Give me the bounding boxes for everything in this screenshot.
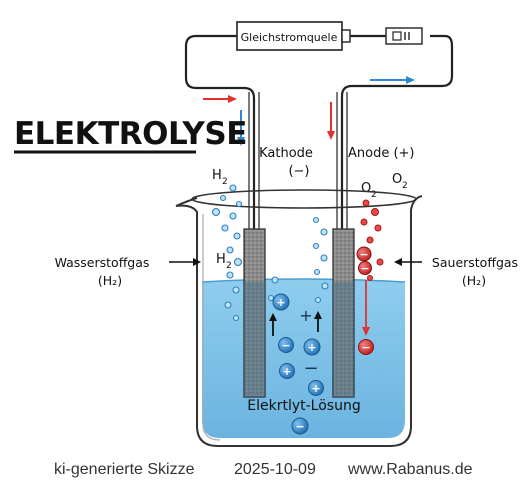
plus-sign: + bbox=[299, 306, 312, 325]
anode-wire bbox=[340, 34, 454, 238]
ions: + − + + + − − − − bbox=[272, 246, 374, 435]
hydrogen-gas-callout: Wasserstoffgas (H₂) bbox=[55, 255, 201, 288]
cathode-electrode bbox=[243, 228, 266, 398]
oxygen-bubbles bbox=[360, 199, 384, 281]
oxygen-gas-callout: Sauerstoffgas (H₂) bbox=[394, 255, 518, 288]
footer-site: www.Rabanus.de bbox=[347, 461, 473, 478]
h2-top-letter: H bbox=[212, 168, 222, 183]
arrow-up-icon bbox=[314, 311, 322, 332]
footer-credit: ki-generierte Skizze bbox=[54, 461, 195, 478]
negative-ion-red: − bbox=[358, 261, 372, 275]
svg-text:−: − bbox=[360, 262, 369, 275]
ion-movement-arrows bbox=[269, 311, 322, 336]
negative-ion: − bbox=[291, 417, 309, 435]
svg-text:+: + bbox=[276, 296, 285, 309]
cathode-label: Kathode bbox=[259, 146, 313, 161]
svg-text:+: + bbox=[307, 341, 316, 354]
current-arrows bbox=[203, 76, 415, 146]
h2-inner-letter: H bbox=[216, 252, 226, 267]
svg-text:+: + bbox=[282, 365, 291, 378]
power-supply-label: Gleichstromquele bbox=[241, 31, 338, 44]
hydrogen-gas-label: Wasserstoffgas bbox=[55, 255, 150, 270]
o2-left-label: O 2 bbox=[361, 181, 377, 200]
h2-top-label: H 2 bbox=[212, 168, 228, 187]
arrow-up-icon bbox=[269, 313, 277, 336]
beaker bbox=[175, 189, 423, 447]
title: ELEKTROLYSE bbox=[14, 116, 247, 154]
circuit-wires bbox=[184, 34, 454, 238]
o2-left-letter: O bbox=[361, 181, 371, 196]
solution-label: Elekrtlyt-Lösung bbox=[247, 398, 360, 414]
anode-electrode bbox=[332, 228, 355, 398]
h2-inner-subscript: 2 bbox=[226, 261, 232, 271]
svg-text:−: − bbox=[359, 248, 368, 261]
o2-right-subscript: 2 bbox=[402, 181, 408, 191]
negative-ion-red: − bbox=[358, 339, 374, 355]
h2-top-subscript: 2 bbox=[222, 177, 228, 187]
svg-text:−: − bbox=[361, 341, 370, 354]
hydrogen-bubbles bbox=[211, 184, 329, 322]
page-title: ELEKTROLYSE bbox=[14, 116, 247, 152]
o2-left-subscript: 2 bbox=[371, 190, 377, 200]
power-supply: Gleichstromquele bbox=[236, 21, 351, 51]
footer-date: 2025-10-09 bbox=[234, 461, 316, 478]
cathode-sign-label: (−) bbox=[288, 164, 309, 179]
arrow-right-red-icon bbox=[203, 95, 237, 103]
arrow-down-blue-icon bbox=[237, 110, 245, 146]
positive-ion: + bbox=[303, 338, 321, 356]
svg-text:−: − bbox=[295, 420, 304, 433]
svg-text:+: + bbox=[311, 382, 320, 395]
footer: ki-generierte Skizze 2025-10-09 www.Raba… bbox=[54, 461, 473, 478]
cathode-wire bbox=[184, 34, 256, 238]
positive-ion: + bbox=[308, 380, 324, 396]
o2-right-label: O 2 bbox=[392, 172, 408, 191]
svg-text:−: − bbox=[281, 339, 290, 352]
hydrogen-formula-label: (H₂) bbox=[98, 273, 122, 288]
positive-ion: + bbox=[272, 293, 290, 311]
o2-right-letter: O bbox=[392, 172, 402, 187]
negative-ion-red: − bbox=[356, 246, 372, 262]
positive-ion: + bbox=[279, 363, 295, 379]
arrow-down-red-icon bbox=[362, 280, 370, 336]
anode-label: Anode (+) bbox=[348, 146, 415, 161]
h2-inner-label: H 2 bbox=[216, 252, 232, 271]
minus-sign: − bbox=[303, 358, 318, 379]
oxygen-gas-label: Sauerstoffgas bbox=[432, 255, 518, 270]
oxygen-formula-label: (H₂) bbox=[462, 273, 486, 288]
battery-icon bbox=[385, 27, 423, 45]
arrow-right-blue-icon bbox=[370, 76, 415, 84]
arrow-down-red-icon bbox=[327, 102, 335, 140]
negative-ion: − bbox=[278, 337, 294, 353]
